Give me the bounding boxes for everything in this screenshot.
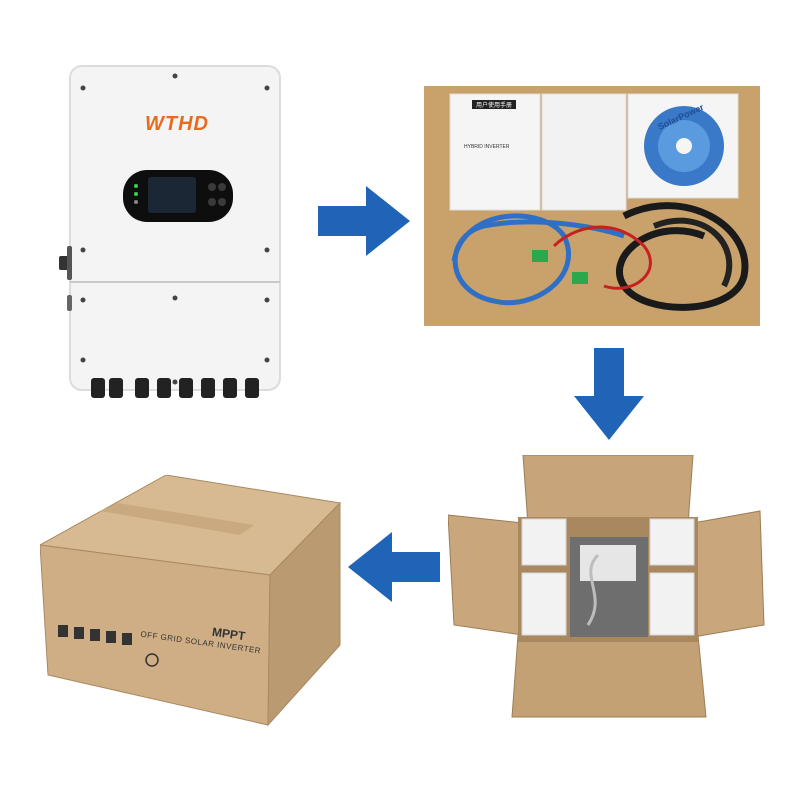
inverter-brand-logo: WTHD	[145, 113, 209, 135]
recycle-icon	[145, 653, 159, 667]
red-black-cable	[552, 225, 652, 290]
manual-page	[449, 93, 541, 211]
closed-box-photo: MPPT OFF GRID SOLAR INVERTER	[40, 475, 345, 730]
inverter-photo: WTHD	[45, 60, 295, 405]
open-box-photo	[448, 455, 768, 725]
black-cable	[616, 202, 749, 311]
arrow-right-icon	[318, 186, 410, 256]
inverter-body	[69, 65, 281, 391]
green-connector	[532, 250, 548, 262]
arrow-left-icon	[348, 532, 440, 602]
manual-subtitle-text: HYBRID INVERTER	[464, 144, 510, 150]
arrow-down-icon	[574, 348, 644, 440]
box-handling-icon	[58, 625, 68, 637]
manual-title-text: 用户使用手册	[472, 100, 517, 109]
blue-cable	[451, 213, 572, 306]
foam-block	[521, 518, 567, 566]
accessories-photo: 用户使用手册 HYBRID INVERTER SolarPower	[424, 86, 760, 326]
